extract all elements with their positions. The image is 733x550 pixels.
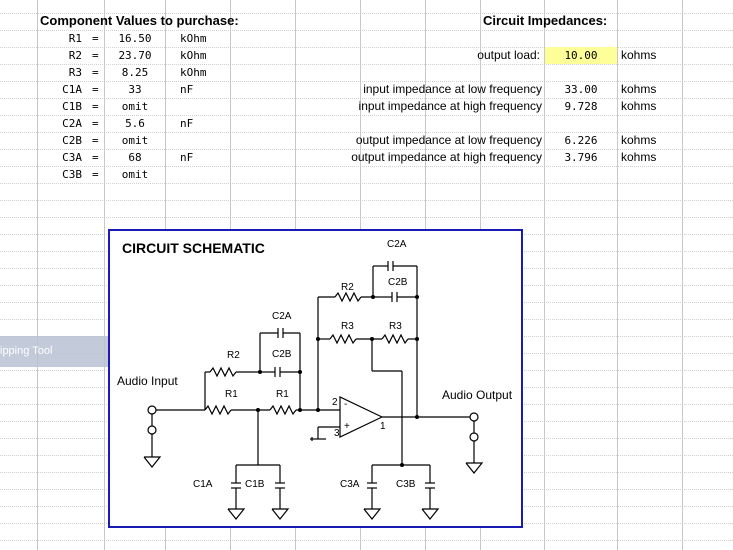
label-r2-top: R2	[341, 282, 354, 293]
output-load-label: output load:	[477, 48, 540, 62]
equals-sign: =	[92, 151, 99, 164]
output-impedance-low-label: output impedance at low frequency	[355, 133, 542, 147]
component-value[interactable]: omit	[121, 100, 149, 113]
component-values-header: Component Values to purchase:	[40, 13, 239, 28]
component-value[interactable]: 23.70	[118, 49, 152, 62]
label-r1-b: R1	[276, 389, 289, 400]
label-c2a-mid: C2A	[272, 311, 292, 322]
circuit-schematic: CIRCUIT SCHEMATIC	[108, 229, 523, 528]
equals-sign: =	[92, 32, 99, 45]
component-unit[interactable]: kOhm	[180, 32, 207, 45]
component-name[interactable]: C3B	[62, 168, 82, 181]
input-impedance-high-label: input impedance at high frequency	[358, 99, 542, 113]
component-name[interactable]: C2B	[62, 134, 82, 147]
component-value[interactable]: 33	[128, 83, 142, 96]
component-unit[interactable]: nF	[180, 117, 194, 130]
equals-sign: =	[92, 49, 99, 62]
label-c2b-mid: C2B	[272, 349, 292, 360]
label-plus: +	[344, 421, 350, 432]
component-name[interactable]: R1	[68, 32, 82, 45]
circuit-impedances-header: Circuit Impedances:	[483, 13, 608, 28]
component-value[interactable]: 8.25	[121, 66, 149, 79]
label-c2b-top: C2B	[388, 277, 408, 288]
component-name[interactable]: C2A	[62, 117, 82, 130]
label-r3-b: R3	[389, 321, 402, 332]
output-impedance-low-unit: kohms	[621, 133, 657, 147]
equals-sign: =	[92, 168, 99, 181]
output-load-input[interactable]: 10.00	[545, 47, 617, 64]
input-impedance-low-label: input impedance at low frequency	[363, 82, 542, 96]
component-value[interactable]: omit	[121, 134, 149, 147]
component-value[interactable]: 16.50	[118, 32, 152, 45]
component-value[interactable]: 5.6	[125, 117, 145, 130]
label-c1b: C1B	[245, 479, 265, 490]
label-c3b: C3B	[396, 479, 416, 490]
label-pin3: 3	[334, 428, 340, 439]
schematic-drawing	[143, 261, 484, 520]
label-r3-a: R3	[341, 321, 354, 332]
component-name[interactable]: R3	[68, 66, 82, 79]
component-name[interactable]: C3A	[62, 151, 82, 164]
output-impedance-high-unit: kohms	[621, 150, 657, 164]
component-unit[interactable]: nF	[180, 151, 194, 164]
output-load-unit: kohms	[621, 48, 657, 62]
component-name[interactable]: C1B	[62, 100, 82, 113]
component-unit[interactable]: kOhm	[180, 49, 207, 62]
label-c2a-top: C2A	[387, 239, 407, 250]
equals-sign: =	[92, 117, 99, 130]
label-pin1: 1	[380, 421, 386, 432]
input-impedance-low-value[interactable]: 33.00	[564, 83, 598, 96]
component-value[interactable]: omit	[121, 168, 149, 181]
label-minus: -	[344, 399, 348, 410]
equals-sign: =	[92, 66, 99, 79]
equals-sign: =	[92, 83, 99, 96]
audio-output-label: Audio Output	[442, 388, 513, 402]
output-impedance-low-value[interactable]: 6.226	[564, 134, 598, 147]
output-impedance-high-label: output impedance at high frequency	[351, 150, 542, 164]
component-unit[interactable]: nF	[180, 83, 194, 96]
label-r2-mid: R2	[227, 350, 240, 361]
label-c3a: C3A	[340, 479, 360, 490]
input-impedance-low-unit: kohms	[621, 82, 657, 96]
label-r1-a: R1	[225, 389, 238, 400]
audio-input-label: Audio Input	[117, 374, 178, 388]
label-pin2: 2	[332, 397, 338, 408]
input-impedance-high-unit: kohms	[621, 99, 657, 113]
equals-sign: =	[92, 100, 99, 113]
schematic-title: CIRCUIT SCHEMATIC	[122, 240, 265, 256]
component-value[interactable]: 68	[128, 151, 142, 164]
component-name[interactable]: R2	[68, 49, 82, 62]
component-name[interactable]: C1A	[62, 83, 82, 96]
snipping-tool-label: ipping Tool	[0, 345, 53, 357]
label-c1a: C1A	[193, 479, 213, 490]
input-impedance-high-value[interactable]: 9.728	[564, 100, 598, 113]
equals-sign: =	[92, 134, 99, 147]
output-impedance-high-value[interactable]: 3.796	[564, 151, 598, 164]
component-unit[interactable]: kOhm	[180, 66, 207, 79]
